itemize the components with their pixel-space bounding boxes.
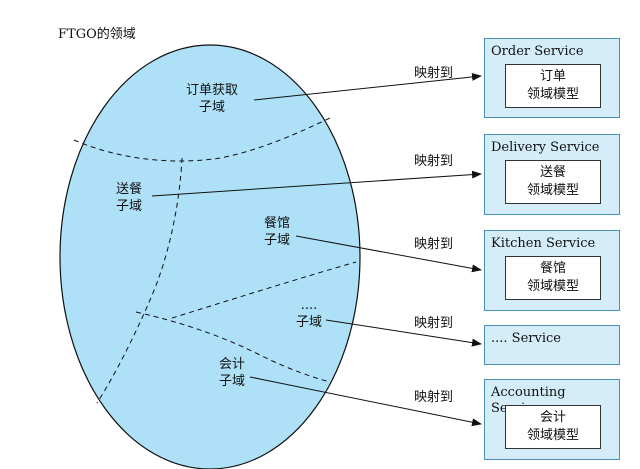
subdomain-boundary [96, 157, 183, 404]
domain-model-box: 送餐领域模型 [505, 160, 601, 204]
domain-model-box: 会计领域模型 [505, 405, 601, 449]
mapping-arrow-other [325, 319, 482, 347]
mapping-label: 映射到 [414, 66, 454, 81]
service-name: Delivery Service [491, 140, 600, 155]
domain-model-box: 餐馆领域模型 [505, 256, 601, 300]
mapping-label: 映射到 [414, 237, 454, 252]
subdomain-boundary [73, 117, 331, 162]
service-name: .... Service [491, 331, 561, 346]
diagram-title: FTGO的领域 [58, 27, 136, 42]
subdomain-other-label: ....子域 [295, 298, 322, 330]
mapping-arrow-kitchen [295, 235, 482, 273]
service-order: Order Service 订单领域模型 [484, 38, 620, 118]
ftgo-domain-ellipse [59, 44, 361, 469]
mapping-arrow-delivery [151, 170, 482, 197]
service-other: .... Service [484, 325, 620, 365]
domain-model-box: 订单领域模型 [505, 64, 601, 108]
subdomain-accounting-label: 会计子域 [218, 357, 245, 389]
service-delivery: Delivery Service 送餐领域模型 [484, 134, 620, 215]
subdomain-kitchen-label: 餐馆子域 [263, 216, 290, 248]
subdomain-delivery-label: 送餐子域 [115, 182, 142, 214]
subdomain-order-label: 订单获取子域 [185, 83, 238, 115]
mapping-label: 映射到 [414, 390, 454, 405]
service-name: Kitchen Service [491, 236, 596, 251]
subdomain-boundary [171, 261, 357, 319]
mapping-label: 映射到 [414, 316, 454, 331]
service-name: Order Service [491, 44, 584, 59]
mapping-arrow-accounting [249, 376, 482, 427]
service-kitchen: Kitchen Service 餐馆领域模型 [484, 230, 620, 311]
mapping-arrow-order [253, 72, 482, 101]
mapping-label: 映射到 [414, 154, 454, 169]
